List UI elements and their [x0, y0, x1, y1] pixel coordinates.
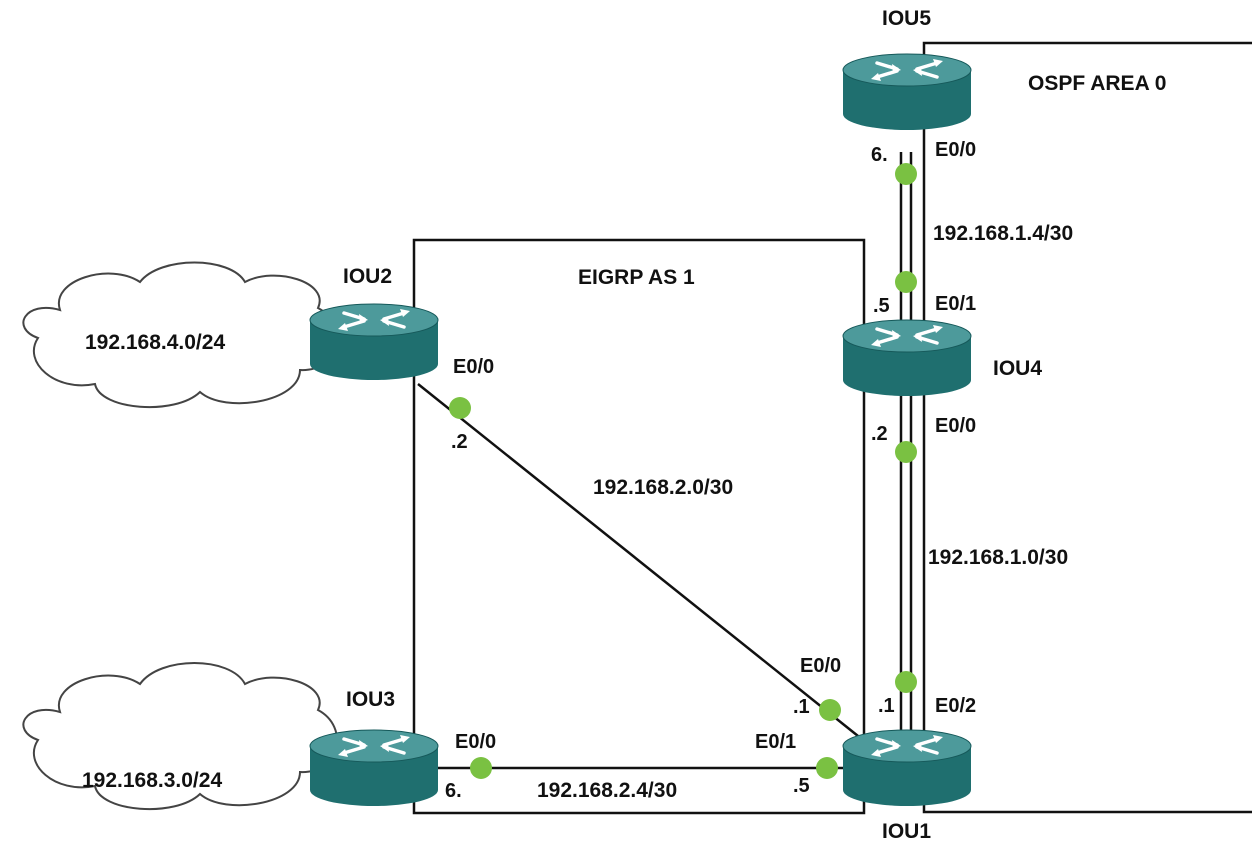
- interface-name-iou4-e01: E0/1: [935, 293, 976, 315]
- router-icon[interactable]: [308, 728, 440, 808]
- host-address-iou2-e00: .2: [451, 431, 468, 453]
- interface-dot-iou4-e00: [895, 441, 917, 463]
- host-address-iou3-e00: 6.: [445, 780, 462, 802]
- interface-name-iou1-e02: E0/2: [935, 695, 976, 717]
- router-icon[interactable]: [841, 318, 973, 398]
- interface-name-iou3-e00: E0/0: [455, 731, 496, 753]
- ospf-area-boundary: [922, 41, 1252, 814]
- host-address-iou4-e01: .5: [873, 295, 890, 317]
- host-address-iou1-e00: .1: [793, 696, 810, 718]
- router-name-iou3: IOU3: [346, 688, 395, 711]
- host-address-iou5-e00: 6.: [871, 144, 888, 166]
- subnet-label-iou2-iou1: 192.168.2.0/30: [593, 476, 733, 499]
- interface-dot-iou5-e00: [895, 163, 917, 185]
- subnet-label-iou3-iou1: 192.168.2.4/30: [537, 779, 677, 802]
- link-iou2-iou1: [417, 383, 859, 737]
- router-icon[interactable]: [841, 52, 973, 132]
- cloud-lan-192-168-3-0: 192.168.3.0/24: [22, 662, 338, 811]
- cloud-lan3-label: 192.168.3.0/24: [82, 769, 222, 792]
- eigrp-area-label: EIGRP AS 1: [578, 266, 695, 289]
- router-icon[interactable]: [841, 728, 973, 808]
- host-address-iou4-e00: .2: [871, 423, 888, 445]
- router-name-iou5: IOU5: [882, 7, 931, 30]
- interface-dot-iou1-e00: [819, 699, 841, 721]
- interface-dot-iou4-e01: [895, 271, 917, 293]
- cloud-lan2-label: 192.168.4.0/24: [85, 331, 225, 354]
- interface-name-iou2-e00: E0/0: [453, 356, 494, 378]
- subnet-label-iou4-iou1: 192.168.1.0/30: [928, 546, 1068, 569]
- interface-name-iou4-e00: E0/0: [935, 415, 976, 437]
- ospf-area-label: OSPF AREA 0: [1028, 72, 1166, 95]
- interface-dot-iou1-e01: [816, 757, 838, 779]
- interface-name-iou1-e01: E0/1: [755, 731, 796, 753]
- interface-dot-iou2-e00: [449, 397, 471, 419]
- interface-name-iou1-e00: E0/0: [800, 655, 841, 677]
- subnet-label-iou5-iou4: 192.168.1.4/30: [933, 222, 1073, 245]
- interface-name-iou5-e00: E0/0: [935, 139, 976, 161]
- router-name-iou1: IOU1: [882, 820, 931, 843]
- host-address-iou1-e02: .1: [878, 695, 895, 717]
- cloud-lan-192-168-4-0: 192.168.4.0/24: [22, 261, 338, 409]
- router-name-iou4: IOU4: [993, 357, 1042, 380]
- interface-dot-iou3-e00: [470, 757, 492, 779]
- host-address-iou1-e01: .5: [793, 775, 810, 797]
- router-icon[interactable]: [308, 302, 440, 382]
- eigrp-area-boundary: [412, 238, 866, 815]
- router-name-iou2: IOU2: [343, 265, 392, 288]
- interface-dot-iou1-e02: [895, 671, 917, 693]
